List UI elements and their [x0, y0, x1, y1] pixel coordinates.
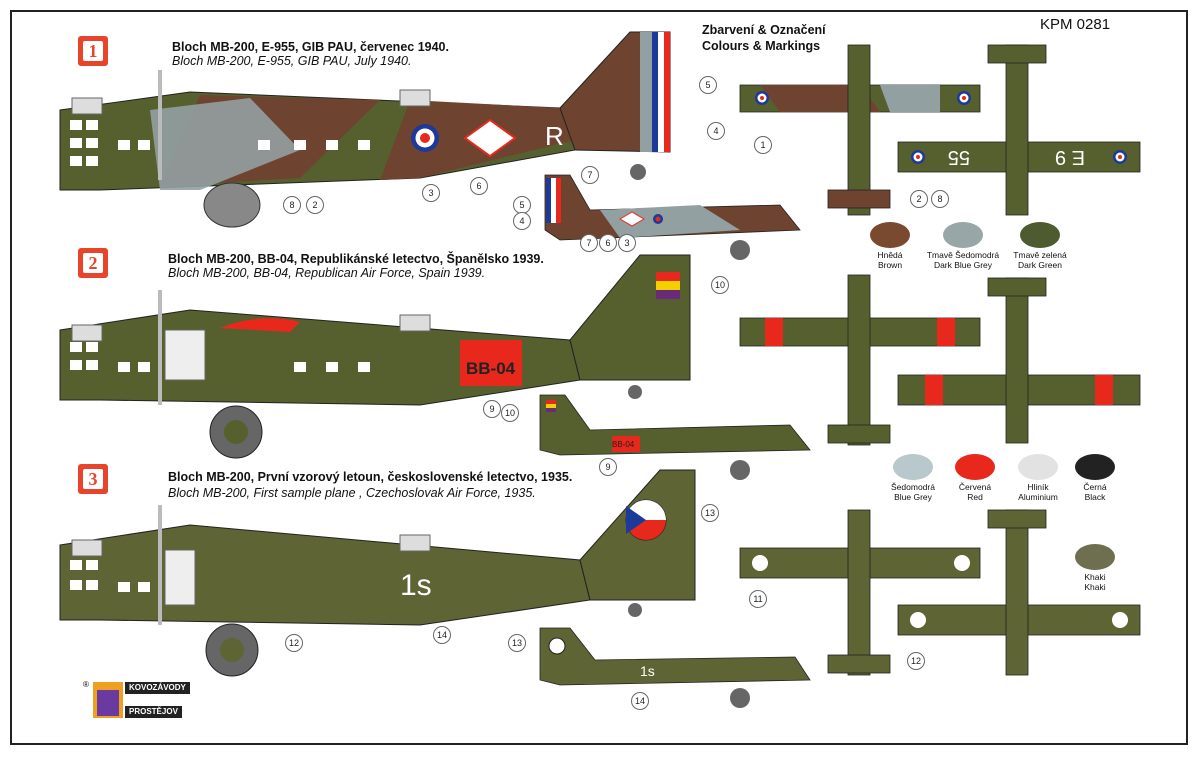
plane-3-top-view — [739, 509, 981, 676]
header-en: Colours & Markings — [702, 39, 821, 53]
callout-12: 12 — [285, 634, 303, 652]
callout-4: 4 — [707, 122, 725, 140]
plane-2-small-bb04: BB-04 — [612, 440, 635, 449]
callout-4b: 4 — [513, 212, 531, 230]
plane-1-side-view: R — [59, 31, 671, 228]
plane-1-r-letter: R — [545, 121, 564, 151]
callout-2c: 2 — [910, 190, 928, 208]
kovozavody-logo: ® KOVOZÁVODY PROSTĚJOV — [83, 680, 223, 722]
plane-2-side-view: BB-04 — [59, 254, 691, 459]
variant-3-title-cz: Bloch MB-200, První vzorový letoun, česk… — [168, 470, 573, 484]
callout-3: 3 — [422, 184, 440, 202]
header-cz: Zbarvení & Označení — [702, 23, 826, 37]
plane-2-small-side-view: BB-04 — [539, 394, 811, 480]
callout-12b: 12 — [907, 652, 925, 670]
callout-7: 7 — [581, 166, 599, 184]
plane-3-small-1s: 1s — [640, 663, 655, 679]
plane-3-bottom-view — [897, 509, 1141, 676]
plane-1-bottom-55: 55 — [948, 146, 970, 168]
page-frame — [10, 10, 1188, 745]
callout-8: 8 — [283, 196, 301, 214]
callout-10b: 10 — [501, 404, 519, 422]
callout-7b: 7 — [580, 234, 598, 252]
variant-1-title-cz: Bloch MB-200, E-955, GIB PAU, červenec 1… — [172, 40, 449, 54]
variant-1-badge: 1 — [78, 36, 108, 66]
variant-2-badge: 2 — [78, 248, 108, 278]
callout-2: 2 — [306, 196, 324, 214]
callout-6b: 6 — [599, 234, 617, 252]
plane-1-top-view — [739, 44, 981, 216]
plane-2-top-view — [739, 274, 981, 446]
callout-10: 10 — [711, 276, 729, 294]
callout-14: 14 — [433, 626, 451, 644]
variant-3-title-en: Bloch MB-200, First sample plane , Czech… — [168, 486, 536, 500]
plane-1-bottom-view: 55 E 9 — [897, 44, 1141, 216]
plane-2-bottom-view — [897, 277, 1141, 444]
product-code: KPM 0281 — [1040, 16, 1111, 33]
plane-3-small-side-view: 1s — [539, 627, 811, 708]
plane-1-small-side-view — [544, 174, 801, 260]
callout-9: 9 — [483, 400, 501, 418]
plane-3-1s: 1s — [400, 569, 432, 602]
plane-1-bottom-e9: E 9 — [1055, 146, 1085, 168]
callout-8c: 8 — [931, 190, 949, 208]
variant-3-badge: 3 — [78, 464, 108, 494]
callout-5: 5 — [699, 76, 717, 94]
callout-13: 13 — [701, 504, 719, 522]
variant-1-title-en: Bloch MB-200, E-955, GIB PAU, July 1940. — [172, 54, 412, 68]
callout-13b: 13 — [508, 634, 526, 652]
variant-2-title-en: Bloch MB-200, BB-04, Republican Air Forc… — [168, 266, 486, 280]
callout-6: 6 — [470, 177, 488, 195]
plane-3-side-view: 1s — [59, 469, 696, 677]
callout-3b: 3 — [618, 234, 636, 252]
callout-1: 1 — [754, 136, 772, 154]
variant-2-title-cz: Bloch MB-200, BB-04, Republikánské letec… — [168, 252, 544, 266]
callout-14b: 14 — [631, 692, 649, 710]
callout-9b: 9 — [599, 458, 617, 476]
plane-2-bb04: BB-04 — [466, 359, 516, 378]
callout-11: 11 — [749, 590, 767, 608]
